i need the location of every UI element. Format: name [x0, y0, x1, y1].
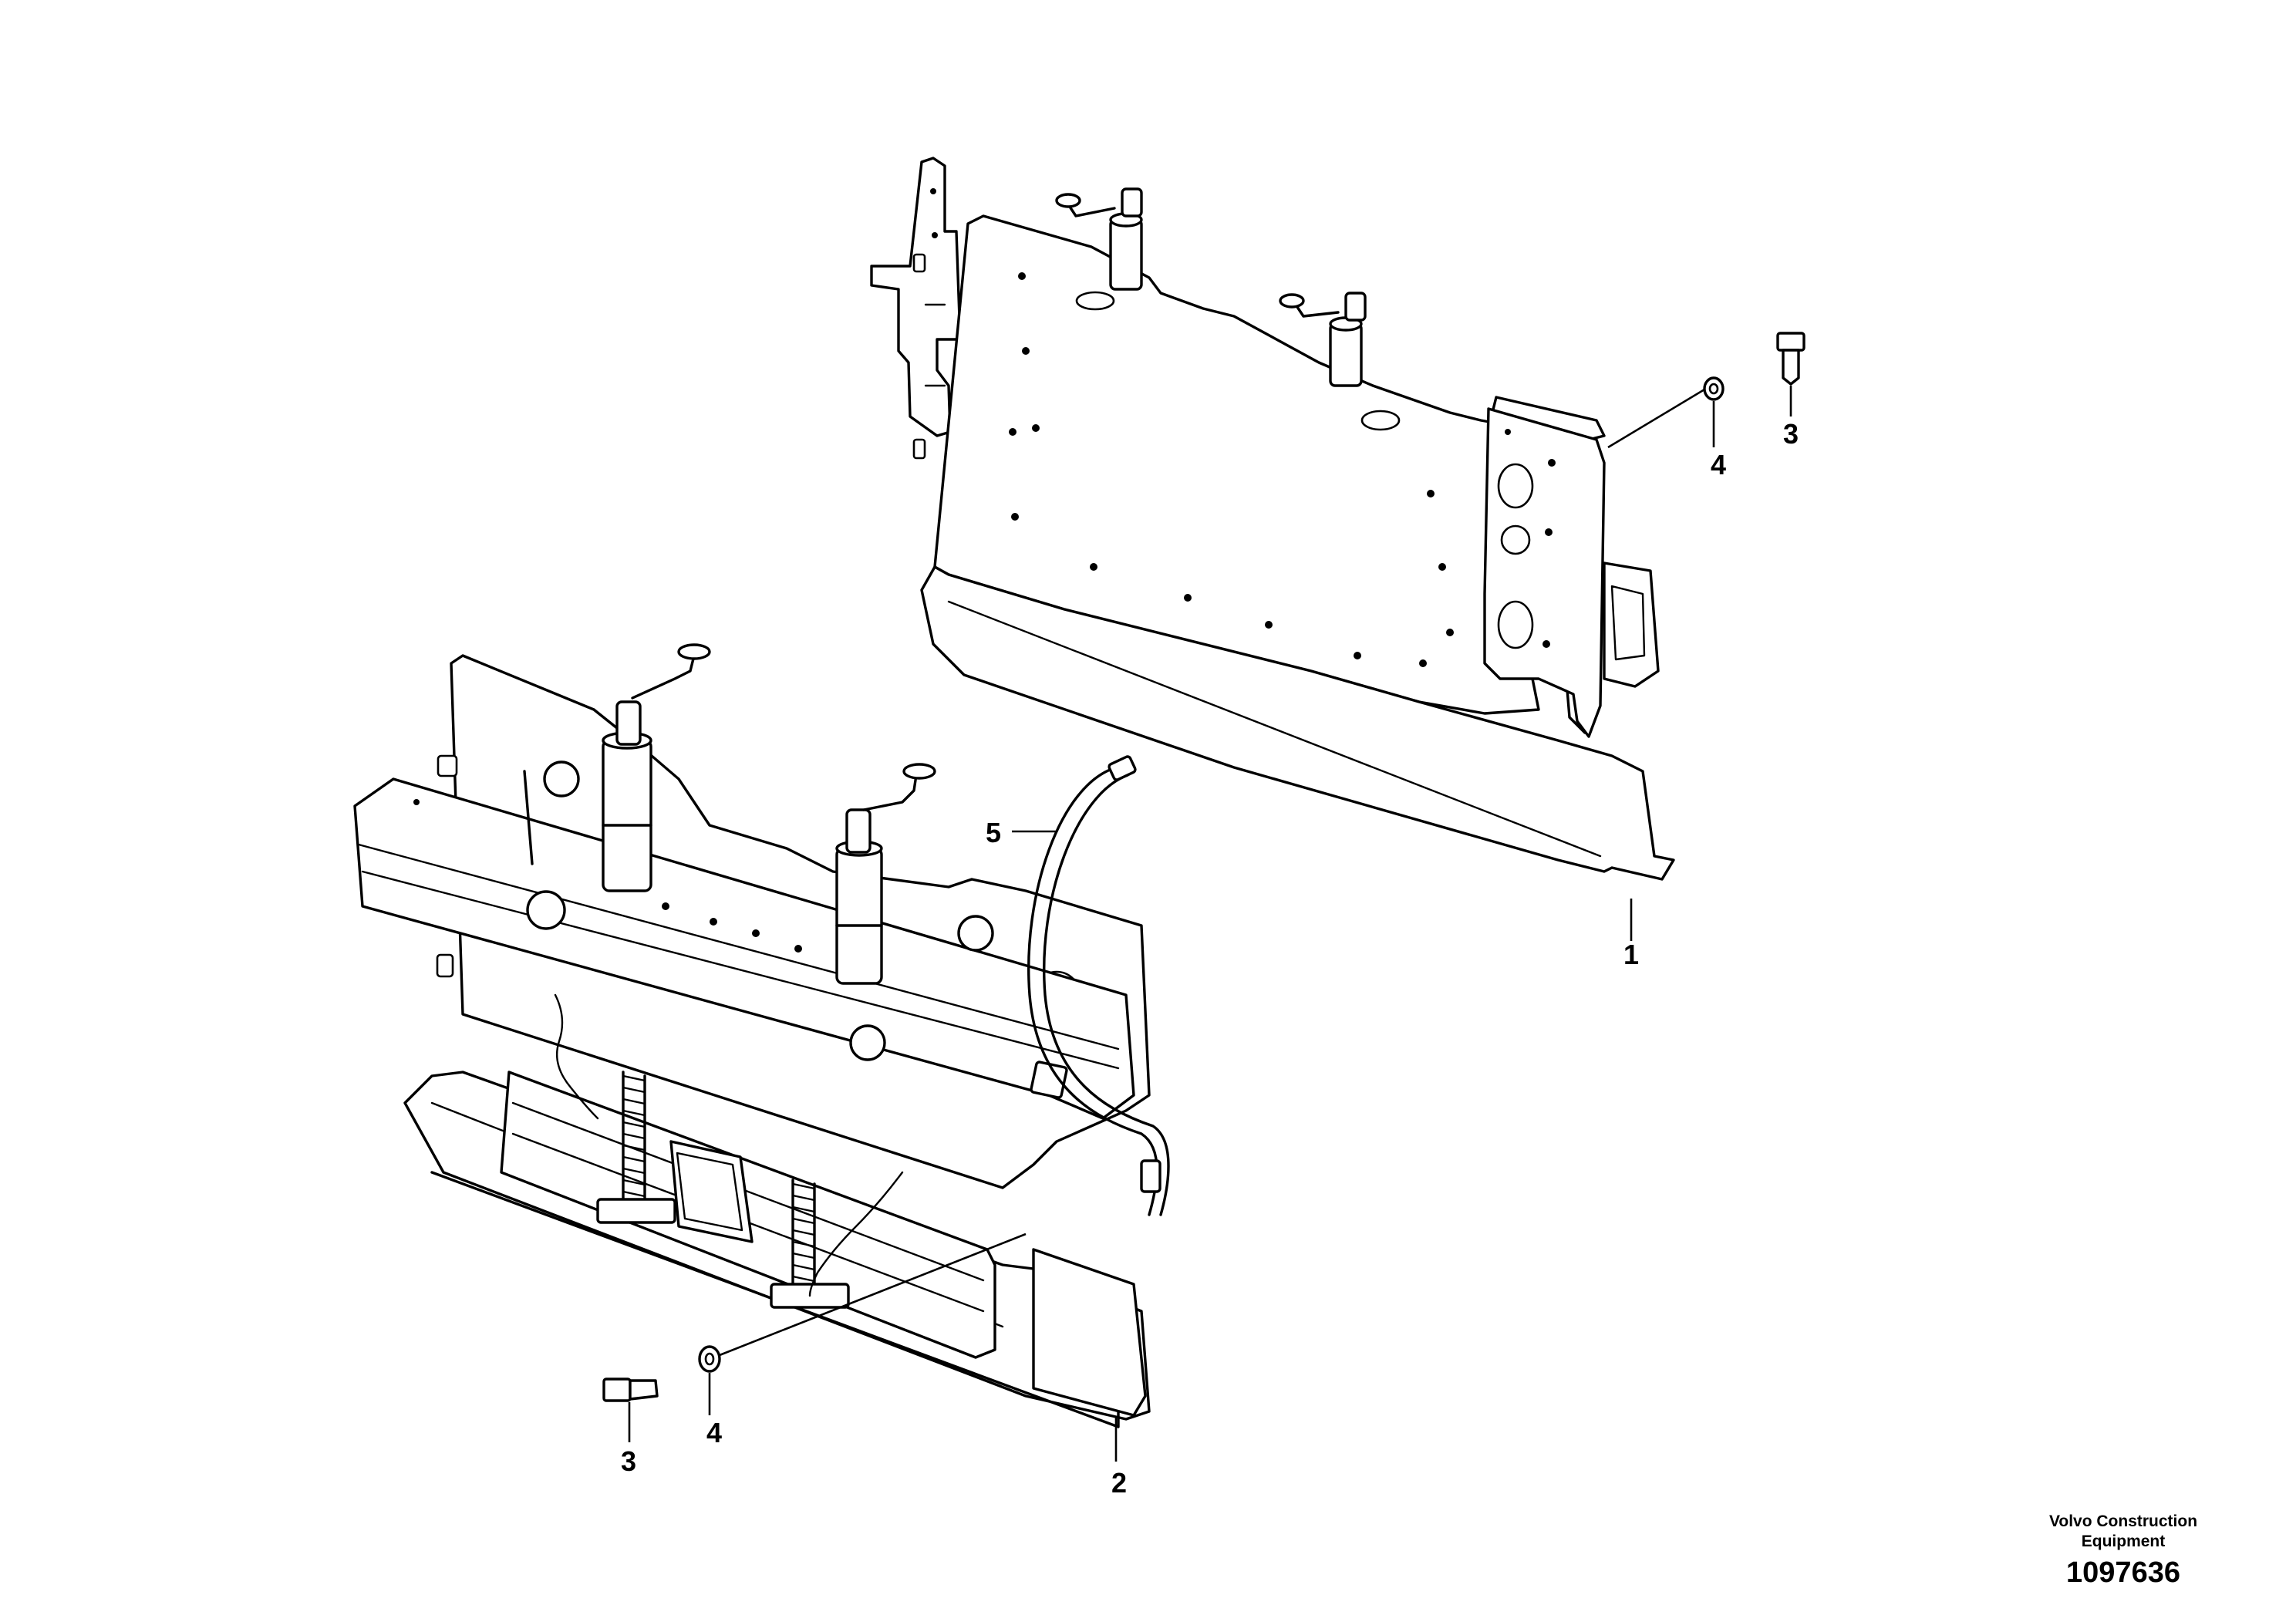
callout-screw-lower: 3 — [621, 1445, 636, 1477]
callout-screw-upper: 3 — [1783, 418, 1799, 450]
publisher-block: Volvo Construction Equipment 1097636 — [2000, 1512, 2247, 1592]
lower-latch-pin-right — [835, 763, 936, 985]
publisher-name-line-2: Equipment — [2081, 1533, 2166, 1550]
publisher-name-line-1: Volvo Construction — [2048, 1512, 2198, 1530]
callout-hose: 5 — [986, 817, 1001, 848]
callout-bracket-lower: 2 — [1111, 1467, 1127, 1499]
callout-washer-lower: 4 — [706, 1417, 722, 1448]
lower-washer — [698, 1345, 721, 1373]
upper-mounting-bracket — [870, 157, 1675, 881]
lower-latch-pin-left — [602, 643, 711, 892]
upper-screw — [1776, 332, 1805, 386]
upper-latch-pin-left — [1055, 187, 1143, 291]
lower-screw — [602, 1378, 659, 1402]
upper-latch-pin-right — [1279, 292, 1367, 387]
leader-lines — [628, 386, 1792, 1462]
lower-mounting-bracket — [353, 643, 1151, 1428]
illustration-number: 1097636 — [2066, 1556, 2180, 1589]
callout-bracket-upper: 1 — [1623, 939, 1639, 970]
upper-washer — [1703, 376, 1725, 401]
hydraulic-hose — [1027, 755, 1170, 1216]
callout-labels: 1 2 3 4 3 4 5 — [621, 418, 1799, 1499]
callout-washer-upper: 4 — [1711, 449, 1726, 481]
